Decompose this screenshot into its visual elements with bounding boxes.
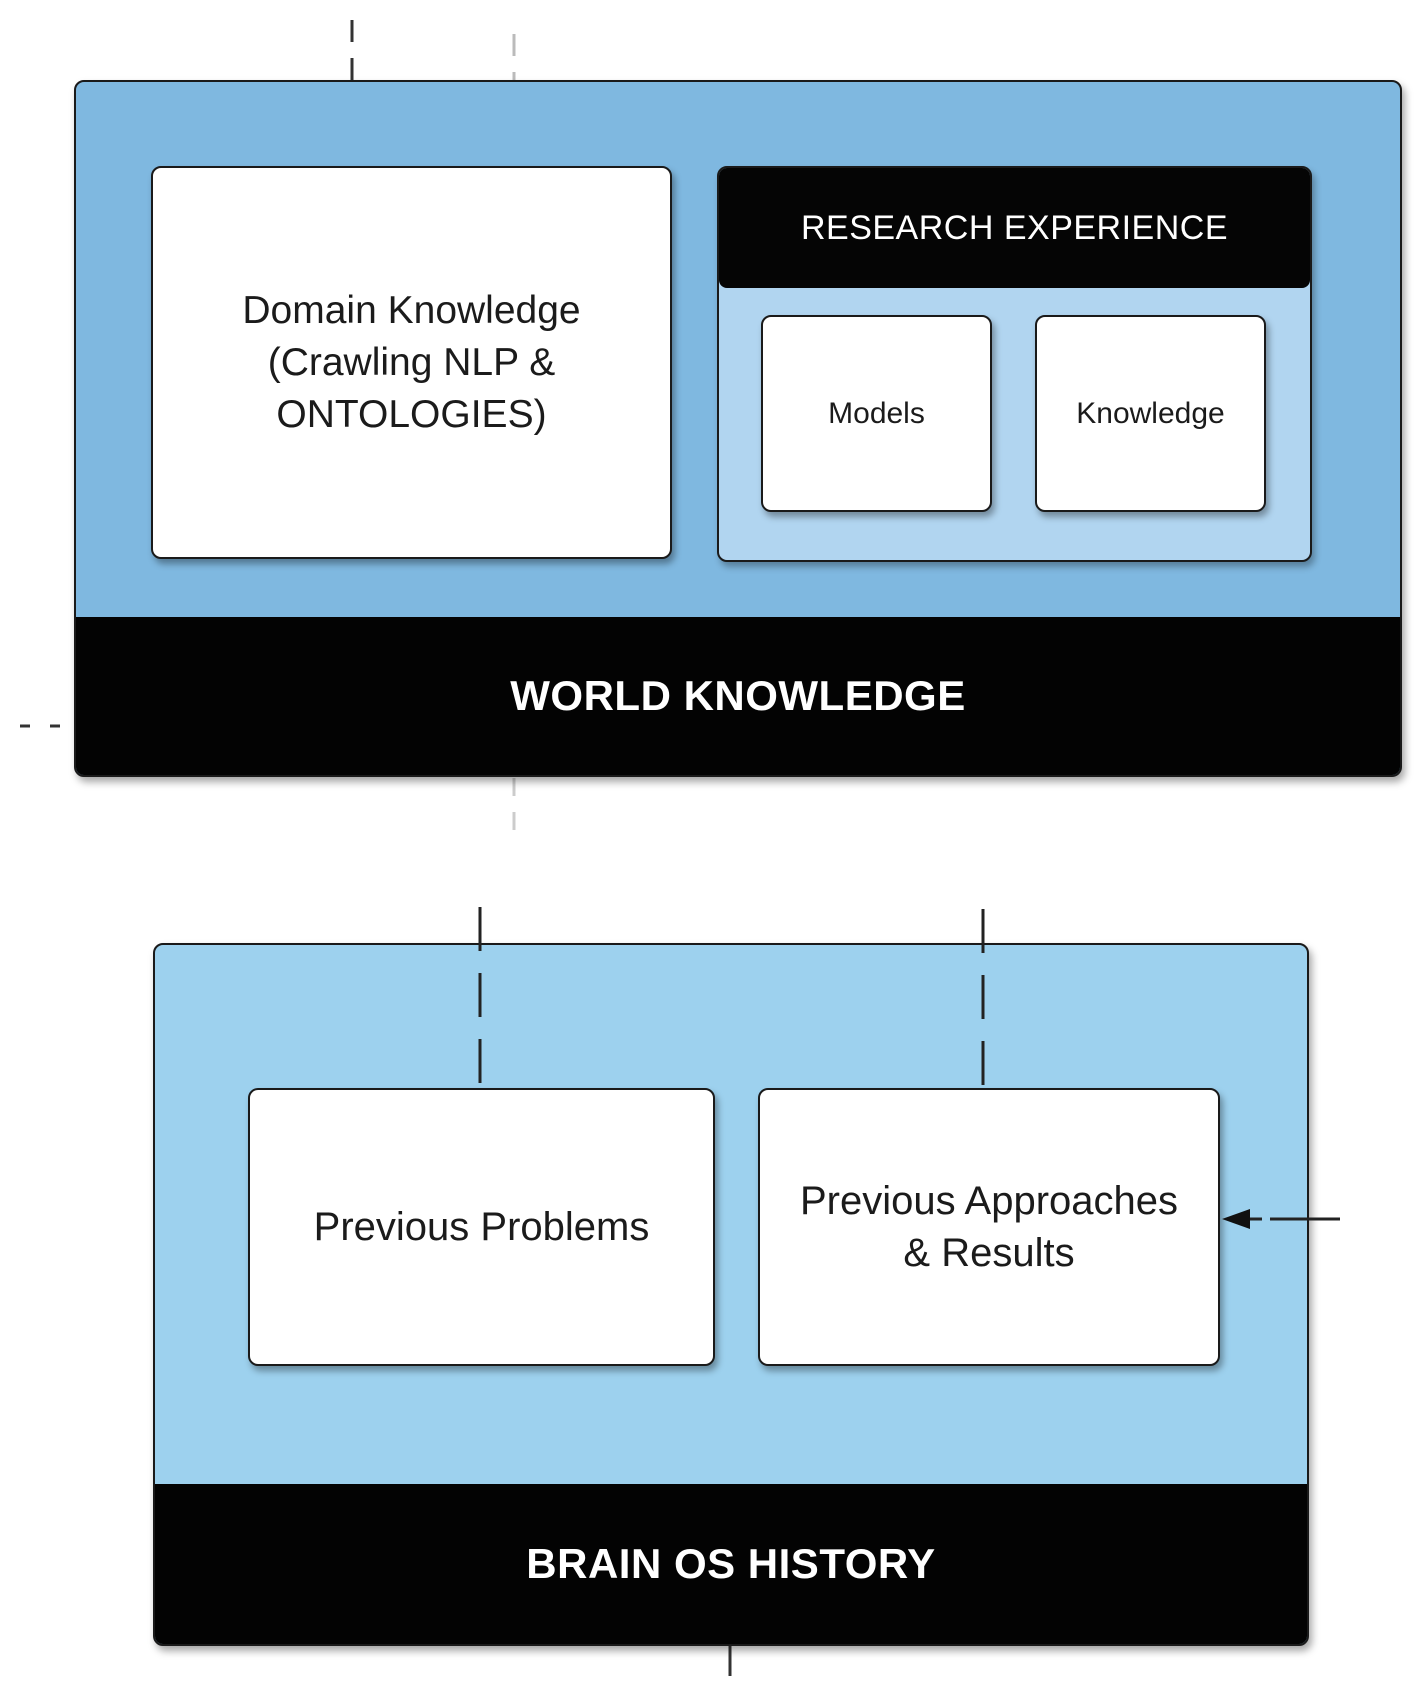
- models-card: Models: [761, 315, 992, 512]
- previous-problems-card: Previous Problems: [248, 1088, 715, 1366]
- research-experience-title: RESEARCH EXPERIENCE: [719, 168, 1310, 288]
- previous-approaches-label: Previous Approaches & Results: [799, 1179, 1178, 1275]
- domain-knowledge-card: Domain Knowledge (Crawling NLP & ONTOLOG…: [151, 166, 672, 559]
- previous-approaches-card: Previous Approaches & Results: [758, 1088, 1220, 1366]
- models-label: Models: [828, 396, 925, 430]
- domain-knowledge-label: Domain Knowledge (Crawling NLP & ONTOLOG…: [242, 288, 581, 436]
- knowledge-card: Knowledge: [1035, 315, 1266, 512]
- brain-os-history-title: BRAIN OS HISTORY: [155, 1484, 1307, 1644]
- previous-problems-label: Previous Problems: [313, 1204, 650, 1249]
- knowledge-label: Knowledge: [1076, 396, 1225, 430]
- world-knowledge-title: WORLD KNOWLEDGE: [76, 617, 1400, 775]
